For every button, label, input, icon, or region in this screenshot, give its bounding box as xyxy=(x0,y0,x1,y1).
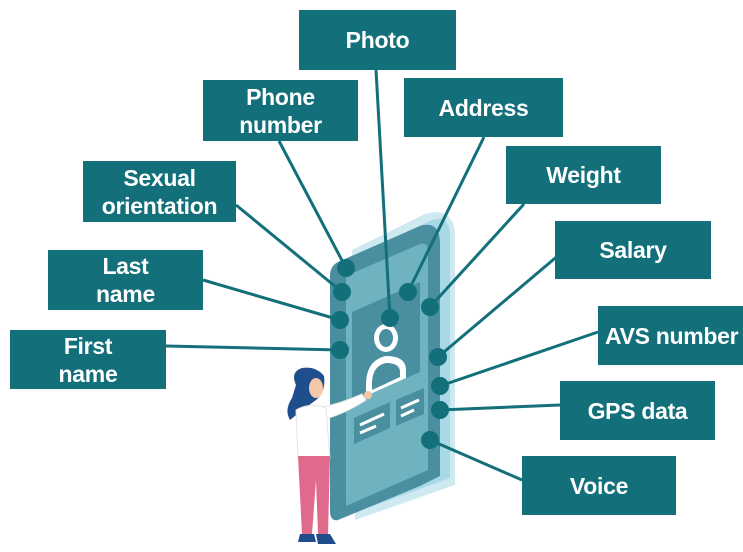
label-last-name: Last name xyxy=(48,250,203,310)
label-gps-data: GPS data xyxy=(560,381,715,440)
woman-illustration xyxy=(287,367,372,544)
connector-dots xyxy=(331,259,449,449)
label-sexual-orientation: Sexual orientation xyxy=(83,161,236,222)
label-first-name: First name xyxy=(10,330,166,389)
label-address: Address xyxy=(404,78,563,137)
label-avs-number: AVS number xyxy=(598,306,743,365)
phone-card-left xyxy=(354,402,390,444)
label-salary: Salary xyxy=(555,221,711,279)
connector-lines xyxy=(165,69,599,482)
label-phone-number: Phone number xyxy=(203,80,358,141)
label-voice: Voice xyxy=(522,456,676,515)
label-weight: Weight xyxy=(506,146,661,204)
label-photo: Photo xyxy=(299,10,456,70)
